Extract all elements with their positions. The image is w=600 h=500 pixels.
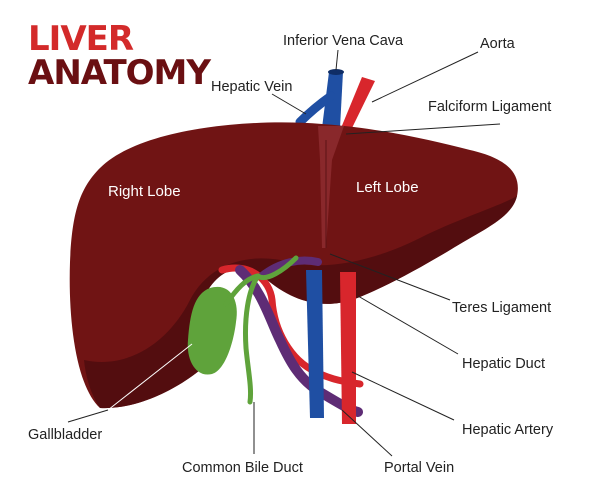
leader-gallbladder: [67, 409, 109, 423]
common-bile-duct-path: [243, 273, 261, 405]
label-teres-ligament: Teres Ligament: [452, 300, 551, 316]
leader-inferior-vena-cava: [335, 49, 339, 71]
inferior-vena-cava-opening: [328, 69, 344, 75]
label-hepatic-vein: Hepatic Vein: [211, 79, 292, 95]
label-hepatic-duct: Hepatic Duct: [462, 356, 545, 372]
aorta-lower: [340, 272, 356, 424]
leader-gallbladder-inner: [107, 343, 193, 411]
leader-hepatic-duct: [357, 295, 459, 355]
leader-teres-ligament: [329, 253, 451, 301]
leader-hepatic-artery: [351, 371, 455, 421]
title-line-2: ANATOMY: [28, 53, 211, 93]
leader-aorta: [371, 51, 479, 103]
label-falciform-ligament: Falciform Ligament: [428, 99, 551, 115]
hepatic-vein: [295, 91, 336, 127]
label-left-lobe: Left Lobe: [356, 179, 419, 196]
leader-falciform-ligament: [345, 123, 501, 135]
label-aorta: Aorta: [480, 36, 516, 52]
leader-hepatic-vein: [271, 93, 307, 115]
label-gallbladder: Gallbladder: [28, 427, 102, 443]
falciform-ligament: [318, 126, 344, 248]
aorta-upper: [341, 77, 375, 128]
title-line-1: LIVER: [28, 19, 134, 59]
label-portal-vein: Portal Vein: [384, 460, 454, 476]
label-right-lobe: Right Lobe: [108, 183, 181, 200]
leader-portal-vein: [341, 409, 393, 457]
label-inferior-vena-cava: Inferior Vena Cava: [283, 33, 404, 49]
label-common-bile-duct: Common Bile Duct: [182, 460, 303, 476]
label-hepatic-artery: Hepatic Artery: [462, 422, 554, 438]
gallbladder: [187, 286, 237, 375]
portal-vein: [235, 265, 363, 417]
inferior-vena-cava-lower: [306, 270, 324, 418]
